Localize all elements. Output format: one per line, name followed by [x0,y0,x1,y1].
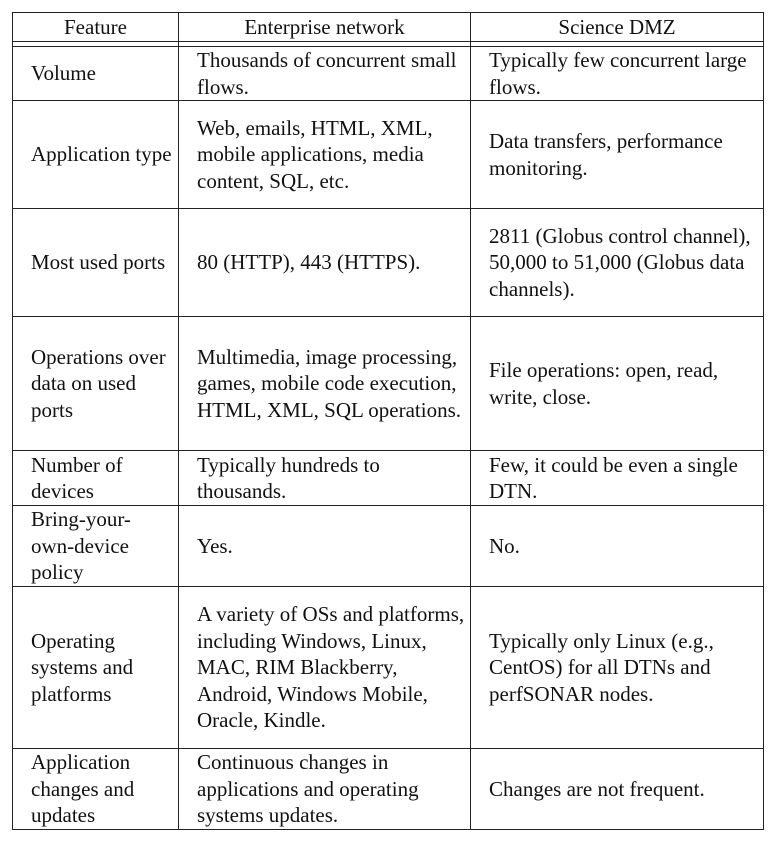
dmz-cell: 2811 (Globus control channel), 50,000 to… [470,208,764,317]
enterprise-cell: 80 (HTTP), 443 (HTTPS). [178,208,471,317]
feature-cell: Operating systems and platforms [12,586,179,749]
header-enterprise-network: Enterprise network [178,12,471,42]
enterprise-cell: Thousands of concurrent small flows. [178,46,471,101]
enterprise-cell: Continuous changes in applications and o… [178,748,471,830]
table-header-row: Feature Enterprise network Science DMZ [12,12,764,42]
table-row: Application changes and updates Continuo… [12,748,764,830]
dmz-cell: Few, it could be even a single DTN. [470,450,764,506]
table-row: Most used ports 80 (HTTP), 443 (HTTPS). … [12,208,764,317]
feature-cell: Most used ports [12,208,179,317]
feature-cell: Bring-your-own-device policy [12,505,179,587]
enterprise-cell: Multimedia, image processing, games, mob… [178,316,471,451]
enterprise-cell: Web, emails, HTML, XML, mobile applicati… [178,100,471,209]
dmz-cell: Typically few concurrent large flows. [470,46,764,101]
header-feature: Feature [12,12,179,42]
table-row: Bring-your-own-device policy Yes. No. [12,505,764,587]
enterprise-cell: Typically hundreds to thousands. [178,450,471,506]
dmz-cell: Typically only Linux (e.g., CentOS) for … [470,586,764,749]
feature-cell: Operations over data on used ports [12,316,179,451]
header-science-dmz: Science DMZ [470,12,764,42]
feature-cell: Volume [12,46,179,101]
dmz-cell: File operations: open, read, write, clos… [470,316,764,451]
dmz-cell: Data transfers, performance monitoring. [470,100,764,209]
enterprise-cell: A variety of OSs and platforms, includin… [178,586,471,749]
feature-cell: Application type [12,100,179,209]
table-row: Operations over data on used ports Multi… [12,316,764,451]
table-row: Application type Web, emails, HTML, XML,… [12,100,764,209]
table-row: Operating systems and platforms A variet… [12,586,764,749]
table-row: Volume Thousands of concurrent small flo… [12,46,764,101]
feature-cell: Number of devices [12,450,179,506]
comparison-table: Feature Enterprise network Science DMZ V… [12,12,764,830]
table-row: Number of devices Typically hundreds to … [12,450,764,506]
enterprise-cell: Yes. [178,505,471,587]
dmz-cell: Changes are not frequent. [470,748,764,830]
feature-cell: Application changes and updates [12,748,179,830]
dmz-cell: No. [470,505,764,587]
